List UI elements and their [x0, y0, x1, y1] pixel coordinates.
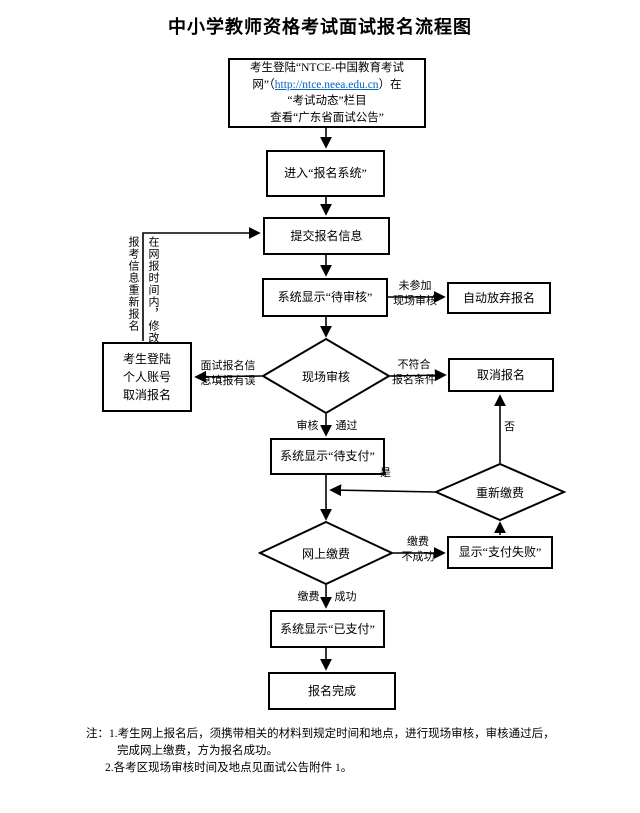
edge-label-yes: 是: [380, 467, 391, 479]
pay-failed-label: 显示“支付失败”: [458, 545, 542, 559]
edge-repay-yes: [329, 484, 436, 497]
self-cancel-line3: 取消报名: [122, 388, 171, 402]
node-status-topay: 系统显示“待支付”: [270, 438, 385, 475]
login-line4: 查看“广东省面试公告”: [270, 111, 384, 124]
repay-text: 重新缴费: [475, 485, 524, 500]
edge-label-pass: 通过: [335, 420, 358, 432]
auto-giveup-label: 自动放弃报名: [462, 290, 535, 305]
done-label: 报名完成: [307, 683, 356, 698]
login-line3: “考试动态”栏目: [287, 95, 367, 107]
edge-label-no: 否: [504, 421, 515, 433]
footnote-line1: 注：1.考生网上报名后，须携带相关的材料到规定时间和地点，进行现场审核，审核通过…: [86, 726, 578, 743]
not-qualified-line2: 报名条件: [392, 374, 436, 386]
self-cancel-line2: 个人账号: [122, 370, 171, 384]
info-error-line1: 面试报名信: [200, 360, 256, 372]
not-qualified-line1: 不符合: [397, 359, 431, 371]
edge-label-pay-ok-1: 缴费: [297, 591, 320, 603]
edge-label-pay-ok-2: 成功: [334, 591, 357, 603]
node-done: 报名完成: [268, 672, 396, 710]
onsite-review-text: 现场审核: [301, 369, 350, 384]
diamond-online-pay-label: 网上缴费: [276, 539, 376, 567]
cancel-registration-label: 取消报名: [476, 367, 525, 382]
diamond-repay-label: 重新缴费: [450, 478, 550, 506]
node-self-cancel: 考生登陆 个人账号 取消报名: [102, 342, 192, 412]
node-cancel-registration: 取消报名: [448, 358, 554, 392]
footnotes: 注：1.考生网上报名后，须携带相关的材料到规定时间和地点，进行现场审核，审核通过…: [86, 726, 578, 777]
diamond-repay: [433, 462, 567, 522]
login-line1: 考生登陆“NTCE-中国教育考试: [250, 62, 404, 74]
info-error-line2: 息填报有误: [200, 375, 256, 387]
edge-label-not-attend: 未参加 现场审核: [391, 279, 439, 309]
diamond-onsite-review: [261, 337, 391, 415]
edge-label-loop-left: 报考信息重新报名: [127, 236, 139, 332]
enter-system-label: 进入“报名系统”: [284, 166, 367, 180]
online-pay-text: 网上缴费: [301, 546, 350, 561]
edge-selfcancel-submit-loop: [142, 227, 261, 341]
edge-label-pay-fail: 缴费 不成功: [395, 535, 441, 565]
login-line2-post: ）在: [378, 78, 402, 91]
diamond-online-pay: [257, 520, 395, 586]
self-cancel-line1: 考生登陆: [122, 352, 171, 366]
edge-onsite-cancel: [389, 369, 447, 382]
edge-label-loop-right: 在网报时间内，修改: [147, 236, 159, 344]
edge-onsite-selfcancel: [194, 370, 263, 383]
footnote-line2: 完成网上缴费，方为报名成功。: [117, 745, 278, 757]
edge-label-audit: 审核: [296, 420, 319, 432]
pay-fail-line2: 不成功: [401, 551, 435, 563]
pay-fail-line1: 缴费: [407, 536, 429, 548]
not-attend-line2: 现场审核: [393, 295, 437, 307]
footnote-1a: 1.考生网上报名后，须携带相关的材料到规定时间和地点，进行现场审核，审核通过后，: [109, 728, 555, 740]
node-auto-giveup: 自动放弃报名: [447, 282, 551, 314]
page-title: 中小学教师资格考试面试报名流程图: [168, 17, 472, 37]
node-login: 考生登陆“NTCE-中国教育考试 网”（http://ntce.neea.edu…: [228, 58, 426, 128]
not-attend-line1: 未参加: [398, 280, 432, 292]
node-pay-failed: 显示“支付失败”: [447, 536, 553, 569]
node-status-pending: 系统显示“待审核”: [262, 278, 388, 317]
edge-label-info-error: 面试报名信 息填报有误: [197, 359, 259, 389]
node-submit-info: 提交报名信息: [263, 217, 390, 255]
submit-info-label: 提交报名信息: [290, 228, 363, 243]
edge-label-not-qualified: 不符合 报名条件: [389, 358, 439, 388]
footnote-line3: 2.各考区现场审核时间及地点见面试公告附件 1。: [105, 762, 353, 774]
status-pending-label: 系统显示“待审核”: [277, 290, 373, 304]
footnote-prefix: 注：: [86, 728, 109, 740]
node-status-paid: 系统显示“已支付”: [270, 610, 385, 648]
login-line2: 网”（http://ntce.neea.edu.cn）在: [252, 77, 401, 94]
login-line2-pre: 网”（: [252, 78, 275, 91]
ntce-link[interactable]: http://ntce.neea.edu.cn: [274, 78, 379, 91]
node-enter-system: 进入“报名系统”: [266, 150, 385, 197]
diamond-onsite-review-label: 现场审核: [276, 362, 376, 390]
status-paid-label: 系统显示“已支付”: [280, 621, 375, 636]
status-topay-label: 系统显示“待支付”: [280, 449, 375, 463]
